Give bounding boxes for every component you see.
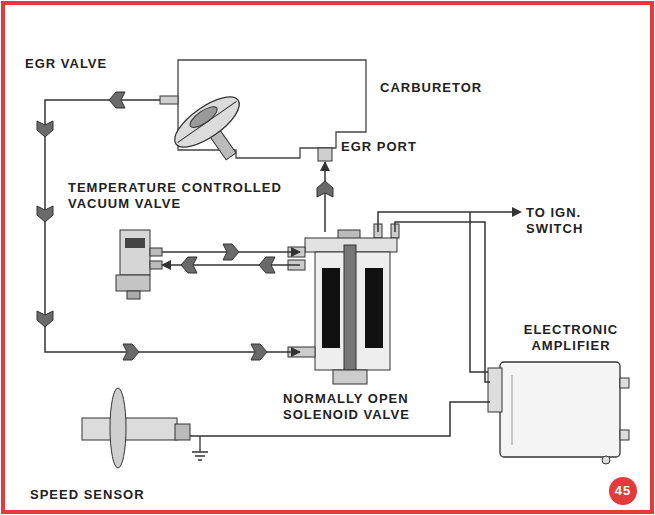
part-label: CARBURETOR — [380, 80, 510, 96]
flow-arrow — [37, 206, 53, 222]
tcvv-tip — [127, 291, 140, 299]
ground-symbol — [192, 436, 208, 460]
signal-wire — [395, 222, 490, 382]
amplifier-edge — [512, 375, 513, 445]
flow-arrow — [181, 257, 197, 273]
flow-arrow — [109, 92, 125, 108]
flow-arrow — [37, 121, 53, 137]
page-badge — [609, 477, 637, 505]
flow-arrow — [317, 181, 333, 197]
egr-valve-nipple — [160, 96, 178, 104]
part-label: EGR VALVE — [25, 56, 155, 72]
part-label: ELECTRONIC AMPLIFIER — [510, 322, 632, 354]
amplifier-tab — [620, 430, 629, 440]
speed-sensor: SPEED SENSOR — [75, 385, 190, 470]
sensor-flange — [110, 388, 126, 468]
callout-number: 45 — [609, 483, 637, 499]
wire-arrowhead — [512, 207, 522, 217]
egr-port-fitting — [318, 148, 332, 161]
mounting-hole — [602, 456, 610, 464]
egr-valve: EGR VALVE — [160, 88, 245, 165]
tcvv-band — [125, 238, 145, 248]
solenoid-cap — [333, 370, 367, 384]
tcvv-hex — [116, 275, 150, 291]
amplifier-drawing — [488, 362, 629, 464]
vacuum-valve: TEMPERATURE CONTROLLED VACUUM VALVE — [112, 228, 162, 298]
egr-valve-cap — [187, 103, 220, 131]
part-label: TEMPERATURE CONTROLLED VACUUM VALVE — [68, 180, 318, 212]
amplifier-case — [500, 362, 620, 457]
part-label: NORMALLY OPEN SOLENOID VALVE — [283, 391, 448, 423]
solenoid-coil — [365, 268, 383, 348]
speed-sensor-drawing — [82, 388, 208, 468]
flow-arrow — [251, 344, 267, 360]
solenoid-valve: NORMALLY OPEN SOLENOID VALVE — [300, 232, 400, 385]
amplifier-tab — [620, 378, 629, 388]
flow-arrow — [223, 244, 239, 260]
flow-arrow — [123, 344, 139, 360]
tcvv-body — [120, 230, 150, 275]
egr-valve-diaphragm — [167, 88, 246, 156]
solenoid-plunger — [344, 245, 356, 370]
part-label: EGR PORT — [341, 139, 441, 155]
solenoid-coil — [322, 268, 340, 348]
sensor-body — [82, 418, 177, 440]
solenoid-drawing — [288, 224, 399, 384]
vacuum-hose — [324, 162, 326, 232]
flow-arrow — [259, 257, 275, 273]
egr-valve-seam — [178, 101, 237, 142]
carburetor-outline — [178, 60, 366, 158]
tcvv-port — [150, 248, 162, 256]
sensor-connector — [175, 424, 190, 440]
part-label: SPEED SENSOR — [30, 487, 170, 503]
vacuum-hose — [45, 100, 300, 352]
tcvv-port — [150, 261, 162, 269]
tcvv-drawing — [116, 230, 162, 299]
amplifier-connector — [488, 368, 502, 412]
egr-port: EGR PORT — [316, 148, 334, 162]
carburetor: CARBURETOREGR PORT — [175, 58, 367, 164]
frame-border — [3, 3, 652, 512]
flow-arrow — [37, 311, 53, 327]
egr-valve-drawing — [167, 88, 262, 178]
amplifier-wire — [470, 212, 490, 372]
wire-destination: TO IGN. SWITCH — [526, 205, 606, 237]
electronic-amplifier: ELECTRONIC AMPLIFIER — [490, 362, 630, 462]
